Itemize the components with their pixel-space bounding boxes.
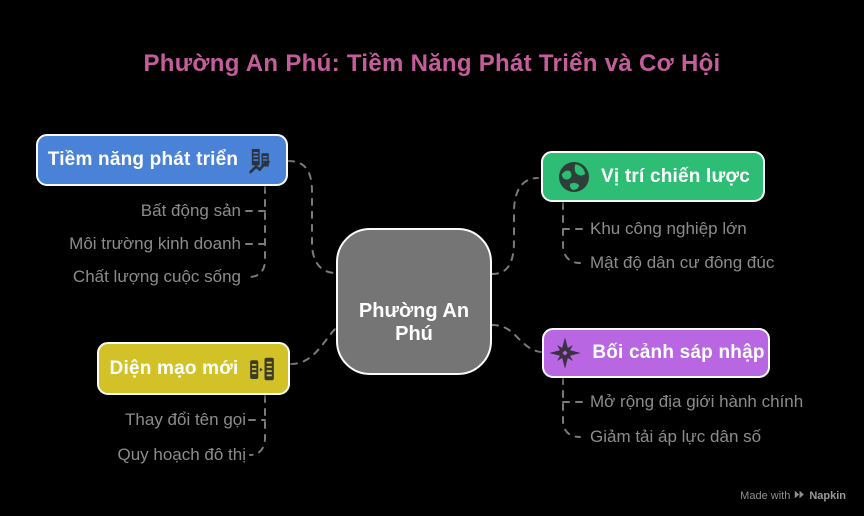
subitem-mo-rong-dia-gioi-hanh-chinh[interactable]: Mở rộng địa giới hành chính xyxy=(590,392,804,411)
connector-yellow-center xyxy=(290,327,337,365)
connector-center-green xyxy=(491,177,539,275)
star-burst-icon xyxy=(547,335,583,371)
buildings-chart-icon xyxy=(247,146,276,175)
connector-center-purple xyxy=(491,324,542,353)
watermark-made-with: Made with xyxy=(740,490,791,502)
watermark-brand: Napkin xyxy=(809,490,846,502)
subitem-quy-hoach-do-thi[interactable]: Quy hoạch đô thị xyxy=(117,445,246,464)
branch-label: Bối cảnh sáp nhập xyxy=(592,342,765,363)
globe-icon xyxy=(556,159,592,195)
branch-node-vi-tri-chien-luoc[interactable]: Vị trí chiến lược xyxy=(541,151,765,202)
made-with-napkin-watermark[interactable]: Made with Napkin xyxy=(740,489,846,503)
subitem-thay-doi-ten-goi[interactable]: Thay đổi tên gọi xyxy=(125,410,246,429)
center-node[interactable]: Phường An Phú xyxy=(336,228,492,375)
subitem-giam-tai-ap-luc-dan-so[interactable]: Giảm tải áp lực dân số xyxy=(590,427,762,446)
napkin-logo-icon xyxy=(794,489,805,503)
connector-blue-center xyxy=(287,160,337,274)
subitem-moi-truong-kinh-doanh[interactable]: Môi trường kinh doanh xyxy=(69,234,241,253)
branch-label: Diện mạo mới xyxy=(109,357,239,379)
branch-node-dien-mao-moi[interactable]: Diện mạo mới xyxy=(97,342,290,395)
subitem-bat-dong-san[interactable]: Bất động sản xyxy=(140,201,241,220)
page-title: Phường An Phú: Tiềm Năng Phát Triển và C… xyxy=(143,50,721,77)
branch-label: Tiềm năng phát triển xyxy=(47,149,239,170)
branch-node-boi-canh-sap-nhap[interactable]: Bối cảnh sáp nhập xyxy=(542,328,770,378)
subitem-khu-cong-nghiep-lon[interactable]: Khu công nghiệp lớn xyxy=(590,219,747,238)
transform-lists-icon xyxy=(247,354,277,384)
branch-node-tiem-nang-phat-trien[interactable]: Tiềm năng phát triển xyxy=(36,134,288,186)
center-node-label: Phường An Phú xyxy=(358,300,470,345)
branch-label: Vị trí chiến lược xyxy=(601,165,750,187)
subitem-mat-do-dan-cu-dong-duc[interactable]: Mật độ dân cư đông đúc xyxy=(590,253,775,272)
subitem-chat-luong-cuoc-song[interactable]: Chất lượng cuộc sống xyxy=(72,267,241,286)
